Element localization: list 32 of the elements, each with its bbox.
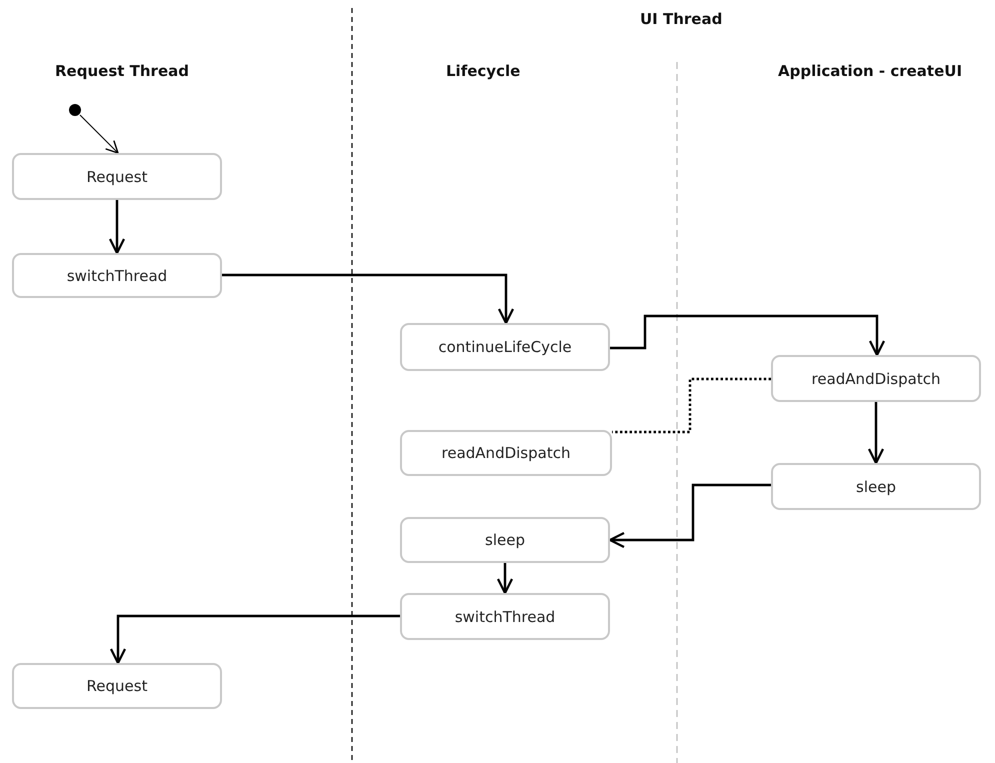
dotted-connector <box>612 378 771 434</box>
arrow <box>496 563 514 594</box>
activity-label: Request <box>86 168 148 186</box>
activity-box <box>771 355 981 402</box>
group-heading: UI Thread <box>640 10 722 28</box>
start-dot <box>69 104 81 116</box>
activity-label: switchThread <box>66 266 168 284</box>
activity-label: readAndDispatch <box>812 370 940 388</box>
activity-box <box>12 253 222 298</box>
activity-label: sleep <box>856 478 896 496</box>
arrow <box>610 314 886 356</box>
arrow <box>108 200 126 254</box>
activity-label: continueLifeCycle <box>438 338 572 356</box>
activity-box <box>771 463 981 510</box>
lane-heading: Request Thread <box>55 62 189 80</box>
lane-heading: Application - createUI <box>778 62 962 80</box>
activity-label: readAndDispatch <box>442 444 570 462</box>
arrow <box>608 484 771 548</box>
activity-box <box>12 663 222 709</box>
activity-label: sleep <box>485 531 525 549</box>
arrow <box>222 274 514 324</box>
activity-box <box>400 517 610 563</box>
activity-box <box>12 153 222 200</box>
arrow <box>868 402 884 464</box>
activity-box <box>400 430 612 476</box>
activity-box <box>400 593 610 640</box>
activity-box <box>400 323 610 371</box>
arrow <box>110 614 400 664</box>
arrow <box>80 114 119 154</box>
activity-label: Request <box>86 677 148 695</box>
lane-heading: Lifecycle <box>446 62 520 80</box>
activity-label: switchThread <box>454 608 556 626</box>
